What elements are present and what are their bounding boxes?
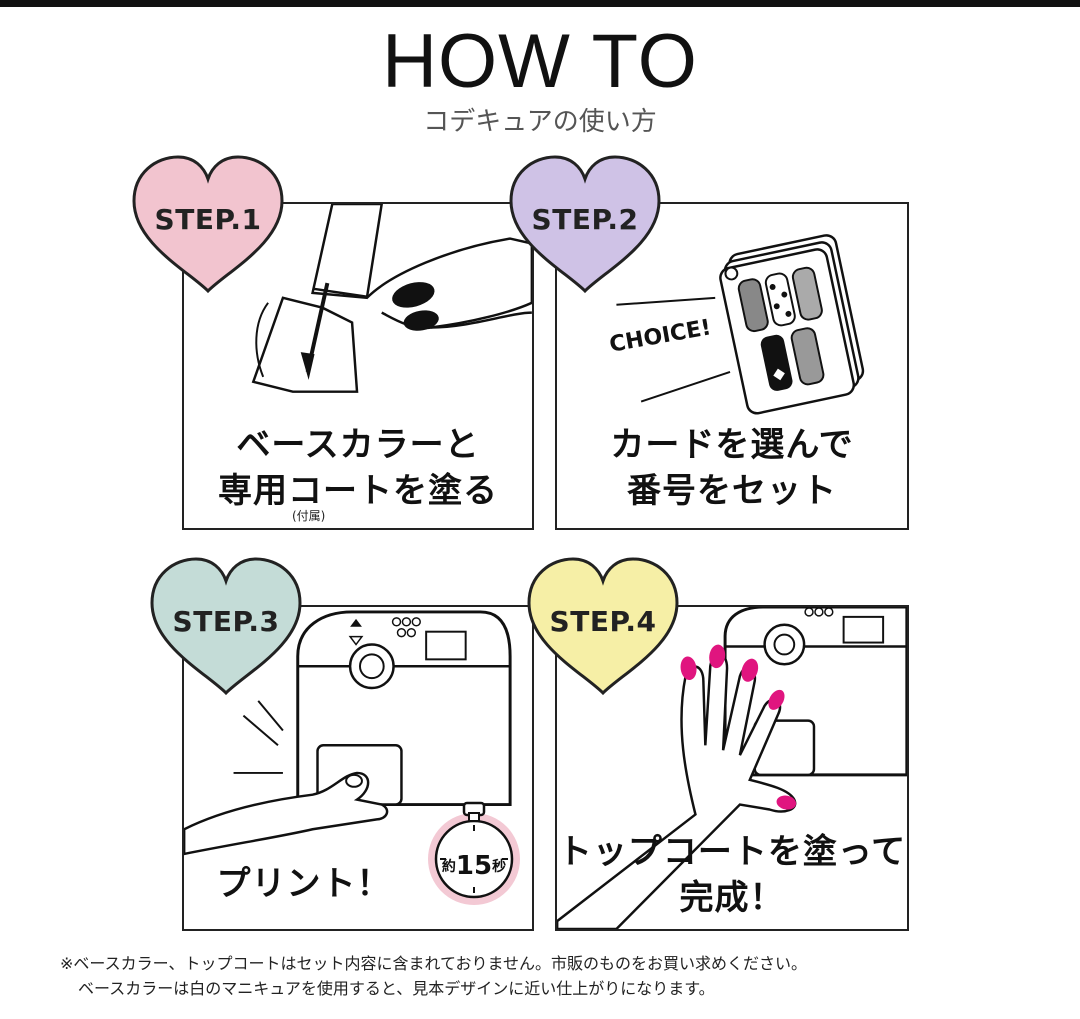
page-title: HOW TO <box>382 19 698 104</box>
step-2-caption-line-2: 番号をセット <box>627 471 837 511</box>
step-2-caption: カードを選んで 番号をセット <box>557 422 907 514</box>
timer-seconds: 15 <box>455 851 493 881</box>
top-border <box>0 0 1080 7</box>
step-4-caption-line-1: トップコートを塗って <box>557 832 907 872</box>
step-4-panel: トップコートを塗って 完成！ <box>555 605 909 931</box>
heart-icon <box>132 155 284 294</box>
step-1-caption: ベースカラーと 専用コートを塗る <box>184 422 532 514</box>
step-1-panel: ベースカラーと 専用コートを塗る (付属) <box>182 202 534 530</box>
step-2-label: STEP.2 <box>531 203 639 236</box>
step-1-heart-badge: STEP.1 <box>128 153 288 295</box>
step-3-panel: 約15秒 プリント！ <box>182 605 534 931</box>
step-1-illustration <box>251 204 532 393</box>
step-2-heart-badge: STEP.2 <box>505 153 665 295</box>
step-1-caption-line-2: 専用コートを塗る <box>218 471 498 511</box>
step-1-caption-line-1: ベースカラーと <box>236 425 480 465</box>
stopwatch-icon <box>428 801 520 905</box>
page-subtitle: コデキュアの使い方 <box>423 107 657 137</box>
timer-readout: 約15秒 <box>422 851 526 881</box>
step-4-label: STEP.4 <box>549 605 657 638</box>
step-1-label: STEP.1 <box>154 203 262 236</box>
heart-icon <box>509 155 661 294</box>
print-timer: 約15秒 <box>422 789 526 909</box>
step-2-illustration <box>616 234 865 415</box>
step-4-heart-badge: STEP.4 <box>523 555 683 697</box>
footnote-line-1: ※ベースカラー、トップコートはセット内容に含まれておりません。市販のものをお買い… <box>60 954 808 973</box>
step-4-caption-line-2: 完成！ <box>679 878 785 918</box>
heart-icon <box>527 557 679 696</box>
step-4-illustration <box>557 607 907 929</box>
footnote-line-2: ベースカラーは白のマニキュアを使用すると、見本デザインに近い仕上がりになります。 <box>78 979 715 998</box>
step-2-panel: CHOICE! カードを選んで 番号をセット <box>555 202 909 530</box>
timer-prefix: 約 <box>441 859 456 875</box>
step-3-heart-badge: STEP.3 <box>146 555 306 697</box>
step-3-illustration <box>184 610 512 856</box>
step-3-label: STEP.3 <box>172 605 280 638</box>
step-1-note: (付属) <box>292 509 326 523</box>
heart-icon <box>150 557 302 696</box>
step-4-caption: トップコートを塗って 完成！ <box>557 829 907 921</box>
step-3-caption: プリント！ <box>184 861 424 907</box>
timer-suffix: 秒 <box>492 859 507 875</box>
step-3-caption-line-1: プリント！ <box>216 864 392 904</box>
step-2-caption-line-1: カードを選んで <box>610 425 854 465</box>
